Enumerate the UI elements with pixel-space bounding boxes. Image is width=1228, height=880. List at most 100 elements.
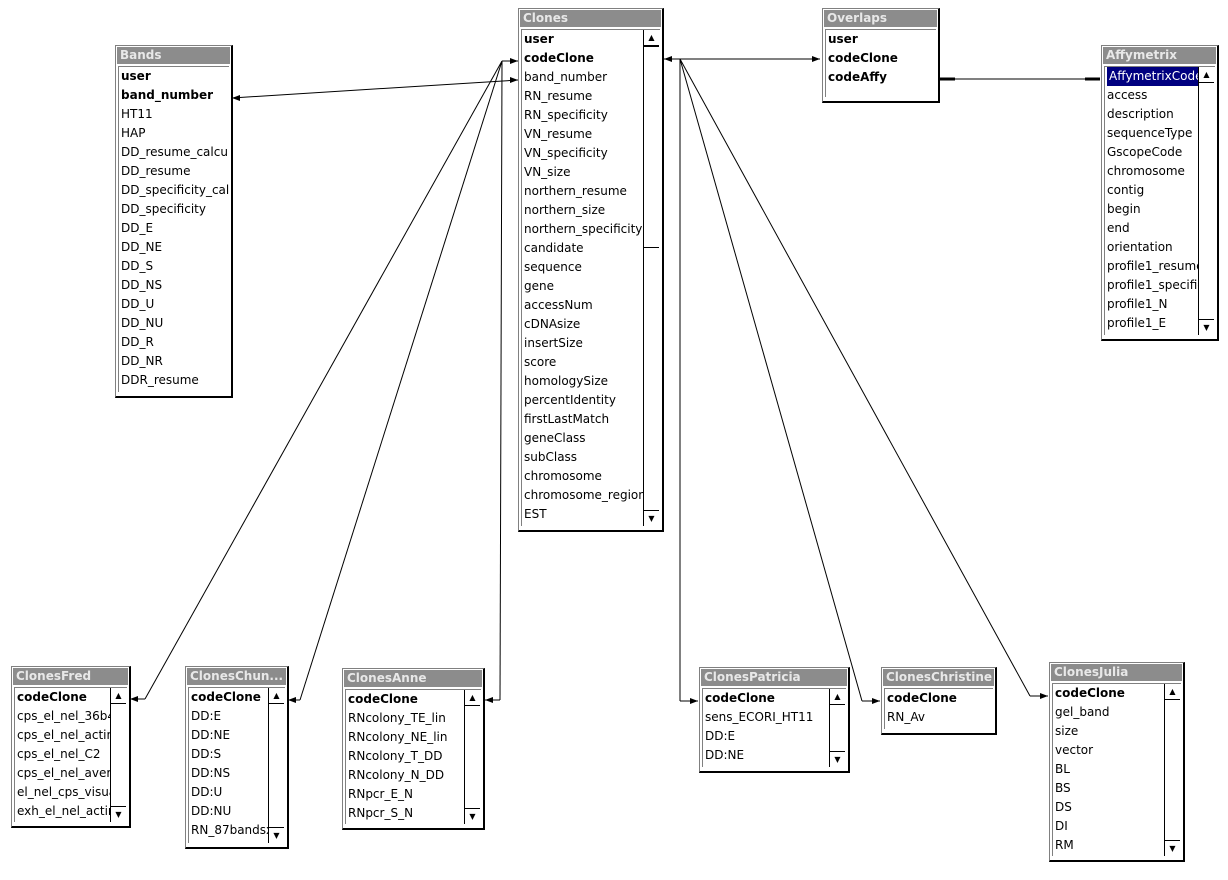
scroll-up-icon[interactable]: ▲ — [111, 688, 126, 704]
clonesanne-field-rncolony-n-dd[interactable]: RNcolony_N_DD — [348, 768, 445, 782]
clonesjulia-field-gel-band[interactable]: gel_band — [1055, 705, 1110, 719]
overlaps-title[interactable]: Overlaps — [824, 10, 937, 27]
clones-field-gene[interactable]: gene — [524, 279, 554, 293]
bands-field-dd-u[interactable]: DD_U — [121, 297, 155, 311]
clonesanne-field-codeclone[interactable]: codeClone — [348, 692, 418, 706]
bands-title[interactable]: Bands — [117, 47, 230, 64]
clonesjulia-field-ds[interactable]: DS — [1055, 800, 1072, 814]
clones-field-percentidentity[interactable]: percentIdentity — [524, 393, 616, 407]
clonesfred-field-cps-el-nel-36b4[interactable]: cps_el_nel_36b4 — [17, 709, 116, 723]
bands-field-dd-r[interactable]: DD_R — [121, 335, 154, 349]
bands-field-ddr-resume[interactable]: DDR_resume — [121, 373, 199, 387]
scroll-down-icon[interactable]: ▼ — [269, 827, 284, 843]
cloneschun-field-dd-ns[interactable]: DD:NS — [191, 766, 231, 780]
clones-field-homologysize[interactable]: homologySize — [524, 374, 609, 388]
clones-field-score[interactable]: score — [524, 355, 557, 369]
affymetrix-field-chromosome[interactable]: chromosome — [1107, 164, 1185, 178]
scroll-down-icon[interactable]: ▼ — [830, 751, 845, 767]
affymetrix-field-contig[interactable]: contig — [1107, 183, 1145, 197]
clones-field-vn-specificity[interactable]: VN_specificity — [524, 146, 608, 160]
clones-field-rn-specificity[interactable]: RN_specificity — [524, 108, 608, 122]
cloneschun-scrollbar[interactable]: ▲▼ — [268, 688, 285, 843]
bands-field-dd-specificity-calc[interactable]: DD_specificity_calc — [121, 183, 229, 197]
clones-field-northern-size[interactable]: northern_size — [524, 203, 606, 217]
scroll-down-icon[interactable]: ▼ — [1165, 840, 1180, 856]
clonesjulia-field-codeclone[interactable]: codeClone — [1055, 686, 1125, 700]
bands-field-dd-nu[interactable]: DD_NU — [121, 316, 164, 330]
bands-field-dd-e[interactable]: DD_E — [121, 221, 154, 235]
bands-field-dd-nr[interactable]: DD_NR — [121, 354, 163, 368]
cloneschristine-field-rn-av[interactable]: RN_Av — [887, 710, 925, 724]
cloneschun-field-dd-u[interactable]: DD:U — [191, 785, 223, 799]
clones-field-chromosome[interactable]: chromosome — [524, 469, 602, 483]
clones-field-firstlastmatch[interactable]: firstLastMatch — [524, 412, 610, 426]
bands-field-dd-resume-calcula[interactable]: DD_resume_calcula — [121, 145, 229, 159]
clonesanne-field-rncolony-ne-lin[interactable]: RNcolony_NE_lin — [348, 730, 448, 744]
affymetrix-field-begin[interactable]: begin — [1107, 202, 1141, 216]
affymetrix-field-description[interactable]: description — [1107, 107, 1174, 121]
clonesfred-field-cps-el-nel-avera[interactable]: cps_el_nel_avera — [17, 766, 119, 780]
clones-field-northern-resume[interactable]: northern_resume — [524, 184, 627, 198]
clonesjulia-scrollbar[interactable]: ▲▼ — [1164, 684, 1181, 856]
clones-field-est[interactable]: EST — [524, 507, 547, 521]
clonesfred-title[interactable]: ClonesFred — [13, 668, 128, 685]
clonesjulia-field-bl[interactable]: BL — [1055, 762, 1070, 776]
clones-field-northern-specificity[interactable]: northern_specificity — [524, 222, 643, 236]
affymetrix-field-profile1-e[interactable]: profile1_E — [1107, 316, 1167, 330]
clones-field-user[interactable]: user — [524, 32, 554, 46]
clonesjulia-field-di[interactable]: DI — [1055, 819, 1068, 833]
cloneschristine-field-codeclone[interactable]: codeClone — [887, 691, 957, 705]
clones-field-codeclone[interactable]: codeClone — [524, 51, 594, 65]
cloneschun-field-codeclone[interactable]: codeClone — [191, 690, 261, 704]
overlaps-field-codeclone[interactable]: codeClone — [828, 51, 898, 65]
clonesjulia-field-vector[interactable]: vector — [1055, 743, 1094, 757]
clonespatricia-field-codeclone[interactable]: codeClone — [705, 691, 775, 705]
affymetrix-title[interactable]: Affymetrix — [1103, 47, 1216, 64]
clones-field-candidate[interactable]: candidate — [524, 241, 584, 255]
clonespatricia-title[interactable]: ClonesPatricia — [701, 669, 847, 686]
clonesanne-field-rnpcr-e-n[interactable]: RNpcr_E_N — [348, 787, 414, 801]
cloneschun-field-rn-87bandsxt[interactable]: RN_87bandsxt — [191, 823, 278, 837]
clonesanne-title[interactable]: ClonesAnne — [344, 670, 482, 687]
bands-field-band-number[interactable]: band_number — [121, 88, 214, 102]
affymetrix-field-profile1-resume[interactable]: profile1_resume — [1107, 259, 1204, 273]
cloneschun-field-dd-ne[interactable]: DD:NE — [191, 728, 231, 742]
clones-title[interactable]: Clones — [520, 10, 661, 27]
scroll-up-icon[interactable]: ▲ — [1165, 684, 1180, 700]
clones-scrollbar[interactable]: ▲▼ — [643, 30, 660, 526]
scroll-up-icon[interactable]: ▲ — [830, 689, 845, 705]
affymetrix-field-sequencetype[interactable]: sequenceType — [1107, 126, 1193, 140]
scroll-up-icon[interactable]: ▲ — [644, 30, 659, 46]
scroll-up-icon[interactable]: ▲ — [1199, 67, 1214, 83]
clonespatricia-field-sens-ecori-ht11[interactable]: sens_ECORI_HT11 — [705, 710, 814, 724]
affymetrix-field-access[interactable]: access — [1107, 88, 1148, 102]
clonesanne-field-rnpcr-s-n[interactable]: RNpcr_S_N — [348, 806, 414, 820]
clonespatricia-field-dd-ne[interactable]: DD:NE — [705, 748, 745, 762]
clonesanne-scrollbar[interactable]: ▲▼ — [464, 690, 481, 824]
clonesanne-field-rncolony-t-dd[interactable]: RNcolony_T_DD — [348, 749, 443, 763]
clones-field-band-number[interactable]: band_number — [524, 70, 608, 84]
clones-field-accessnum[interactable]: accessNum — [524, 298, 593, 312]
clonespatricia-scrollbar[interactable]: ▲▼ — [829, 689, 846, 767]
scroll-down-icon[interactable]: ▼ — [644, 510, 659, 526]
affymetrix-scrollbar[interactable]: ▲▼ — [1198, 67, 1215, 335]
cloneschun-field-dd-s[interactable]: DD:S — [191, 747, 222, 761]
scroll-down-icon[interactable]: ▼ — [1199, 319, 1214, 335]
cloneschun-field-dd-e[interactable]: DD:E — [191, 709, 222, 723]
